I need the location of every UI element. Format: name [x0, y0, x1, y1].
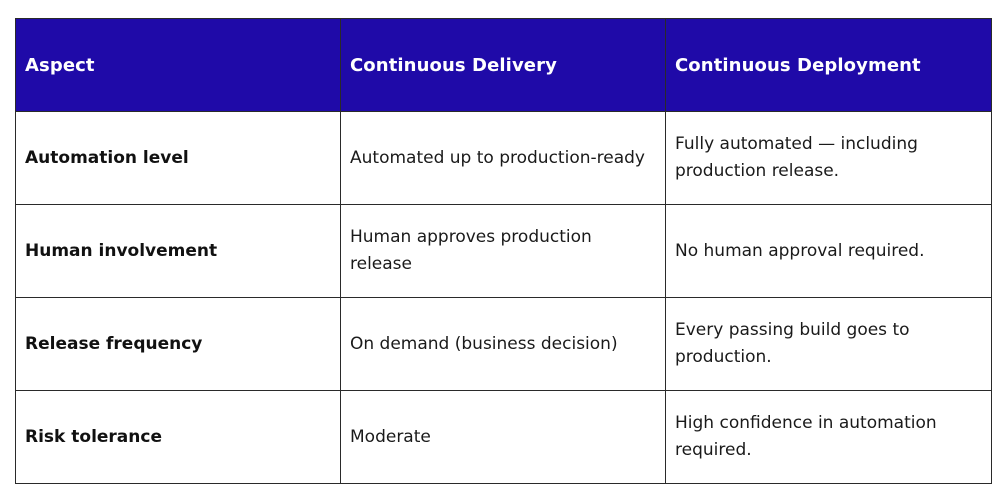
delivery-cell: Moderate [340, 390, 666, 484]
header-aspect: Aspect [15, 18, 341, 112]
delivery-cell: Human approves production release [340, 204, 666, 298]
header-continuous-deployment: Continuous Deployment [665, 18, 992, 112]
comparison-table-container: Aspect Continuous Delivery Continuous De… [15, 18, 992, 484]
comparison-table: Aspect Continuous Delivery Continuous De… [15, 18, 992, 484]
deployment-cell: Every passing build goes to production. [665, 297, 992, 391]
deployment-cell: Fully automated — including production r… [665, 111, 992, 205]
table-header: Aspect Continuous Delivery Continuous De… [15, 18, 992, 112]
table-row: Release frequency On demand (business de… [15, 297, 992, 391]
delivery-cell: Automated up to production-ready [340, 111, 666, 205]
header-continuous-delivery: Continuous Delivery [340, 18, 666, 112]
aspect-cell: Automation level [15, 111, 341, 205]
aspect-cell: Human involvement [15, 204, 341, 298]
delivery-cell: On demand (business decision) [340, 297, 666, 391]
deployment-cell: No human approval required. [665, 204, 992, 298]
aspect-cell: Risk tolerance [15, 390, 341, 484]
table-body: Automation level Automated up to product… [15, 111, 992, 484]
aspect-cell: Release frequency [15, 297, 341, 391]
header-row: Aspect Continuous Delivery Continuous De… [15, 18, 992, 112]
table-row: Human involvement Human approves product… [15, 204, 992, 298]
deployment-cell: High confidence in automation required. [665, 390, 992, 484]
table-row: Risk tolerance Moderate High confidence … [15, 390, 992, 484]
table-row: Automation level Automated up to product… [15, 111, 992, 205]
